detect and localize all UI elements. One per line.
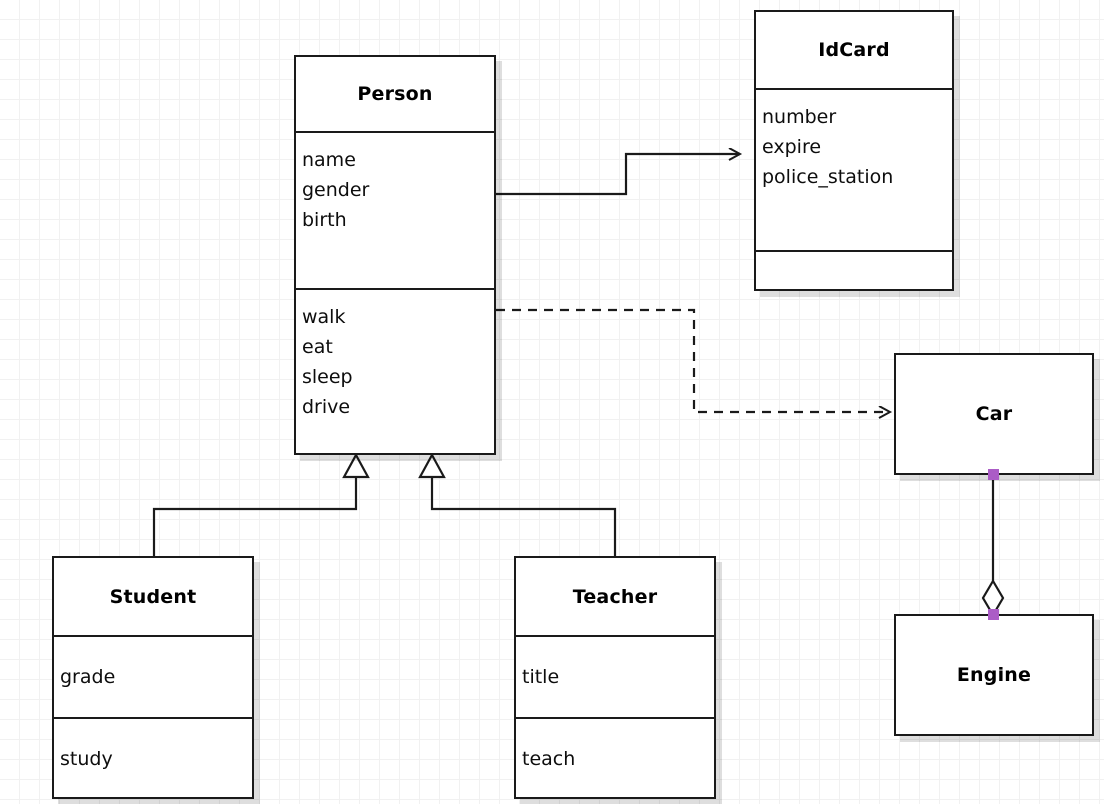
class-title-car: Car <box>975 403 1013 425</box>
class-node-engine[interactable]: Engine <box>894 614 1094 736</box>
edge-car-engine[interactable] <box>981 475 1005 618</box>
operation-item: sleep <box>302 366 353 388</box>
class-title-person: Person <box>357 83 433 105</box>
class-title-teacher: Teacher <box>572 585 658 608</box>
class-operations-person: walk eat sleep drive <box>296 288 494 453</box>
class-node-person[interactable]: Person name gender birth walk eat sleep … <box>294 55 496 455</box>
edge-teacher-person[interactable] <box>418 452 617 556</box>
selection-handle-car-bottom[interactable] <box>988 469 999 480</box>
edge-student-person[interactable] <box>152 452 370 556</box>
class-operations-idcard <box>756 250 952 289</box>
class-title-engine: Engine <box>956 664 1032 686</box>
class-attributes-person: name gender birth <box>296 131 494 288</box>
class-node-student[interactable]: Student grade study <box>52 556 254 799</box>
class-attributes-idcard: number expire police_station <box>756 88 952 250</box>
attribute-item: police_station <box>762 166 894 188</box>
operation-item: walk <box>302 306 346 328</box>
class-attributes-student: grade <box>54 635 252 717</box>
attribute-item: name <box>302 149 356 171</box>
operation-item: drive <box>302 396 351 418</box>
edge-person-idcard[interactable] <box>496 154 740 196</box>
attribute-item: gender <box>302 179 370 201</box>
selection-handle-engine-top[interactable] <box>988 609 999 620</box>
operation-item: eat <box>302 336 333 358</box>
attribute-item: expire <box>762 136 822 158</box>
class-node-idcard[interactable]: IdCard number expire police_station <box>754 10 954 291</box>
edge-person-car[interactable] <box>496 308 890 412</box>
operation-item: study <box>60 748 113 770</box>
class-attributes-teacher: title <box>516 635 714 717</box>
class-title-student: Student <box>109 585 197 608</box>
class-operations-student: study <box>54 717 252 799</box>
attribute-item: birth <box>302 209 347 231</box>
attribute-item: grade <box>60 666 116 688</box>
class-operations-teacher: teach <box>516 717 714 799</box>
class-node-teacher[interactable]: Teacher title teach <box>514 556 716 799</box>
attribute-item: number <box>762 106 837 128</box>
operation-item: teach <box>522 748 576 770</box>
class-title-idcard: IdCard <box>818 39 890 61</box>
class-node-car[interactable]: Car <box>894 353 1094 475</box>
attribute-item: title <box>522 666 560 688</box>
